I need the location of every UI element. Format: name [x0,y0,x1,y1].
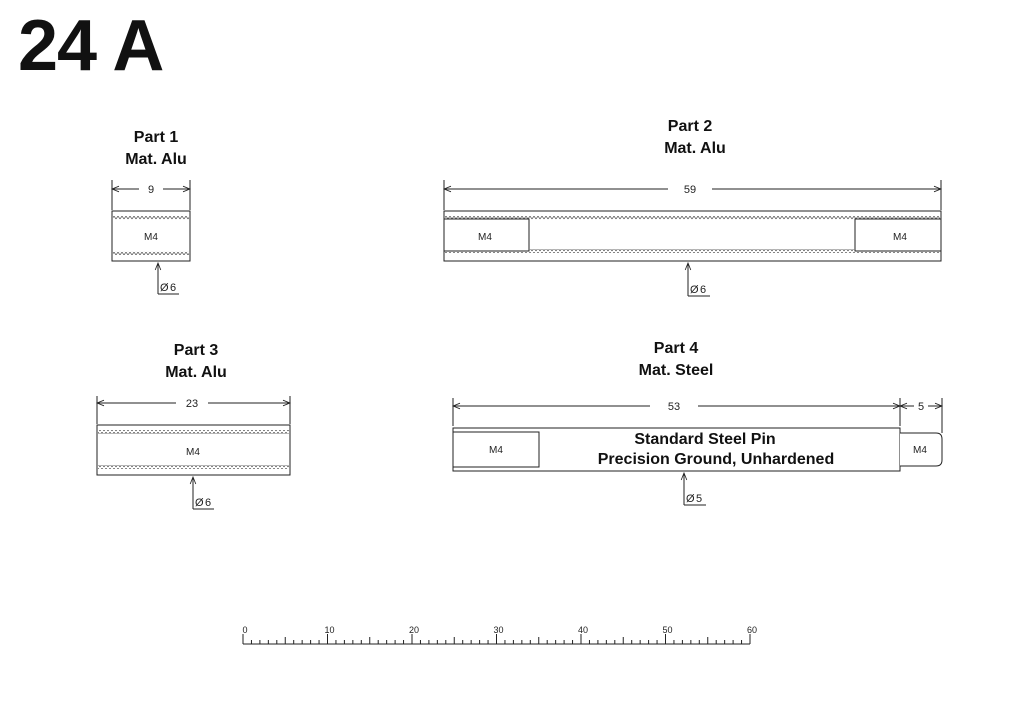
ruler-label: 20 [409,625,419,635]
page-title: 24 A [18,6,164,86]
part-4-threaded-end [900,432,943,467]
ruler-label: 0 [242,625,247,635]
part-3-diameter-symbol: Ø [195,497,204,509]
scale-ruler: 0 10 20 30 40 50 60 [242,625,757,645]
part-2-thread-right-label: M4 [893,232,907,243]
part-2-length: 59 [684,184,696,196]
part-4-length: 53 [668,401,680,413]
part-3-thread-bottom [98,465,289,469]
part-1-diameter: 6 [170,282,176,294]
part-4-material: Mat. Steel [638,362,714,379]
ruler-label: 40 [578,625,588,635]
part-2-material: Mat. Alu [664,140,726,157]
part-4-extension-length: 5 [918,401,924,413]
part-4-name: Part 4 [653,340,699,357]
part-3-thread-label: M4 [186,447,200,458]
part-4-diameter-symbol: Ø [686,493,695,505]
part-3-name: Part 3 [173,342,219,359]
ruler-label: 30 [493,625,503,635]
part-4-thread-left-label: M4 [489,445,503,456]
part-1-thread-top [113,216,189,220]
part-1-label: Part 1 Mat. Alu [96,127,216,171]
part-1-thread-bottom [113,251,189,255]
ruler-label: 60 [747,625,757,635]
part-1-diameter-symbol: Ø [160,282,169,294]
part-4-drawing: 53 5 M4 M4 Standard Steel Pin Precision … [452,398,943,506]
part-4-diameter: 5 [696,493,702,505]
part-3-drawing: 23 M4 Ø 6 [97,396,290,510]
part-3-label: Part 3 Mat. Alu [136,340,256,384]
part-2-thread-left-label: M4 [478,232,492,243]
part-3-material: Mat. Alu [165,364,227,381]
part-1-length: 9 [148,184,154,196]
part-4-label: Part 4 Mat. Steel [611,338,741,382]
part-2-diameter: 6 [700,284,706,296]
ruler-label: 10 [324,625,334,635]
part-2-thread-top [445,216,940,220]
ruler-label: 50 [662,625,672,635]
part-3-length: 23 [186,398,198,410]
part-3-thread-top [98,430,289,434]
part-2-drawing: 59 M4 M4 Ø 6 [443,180,942,297]
part-4-thread-box [452,431,540,468]
part-1-drawing: 9 M4 Ø 6 [112,180,190,295]
part-3-diameter: 6 [205,497,211,509]
part-2-name: Part 2 [667,118,713,135]
part-1-name: Part 1 [133,129,179,146]
part-2-thread-left-box [443,218,530,252]
part-2-diameter-symbol: Ø [690,284,699,296]
part-2-thread-bottom [445,249,940,253]
part-1-thread-label: M4 [144,232,158,243]
part-1-material: Mat. Alu [125,151,187,168]
part-2-label: Part 2 Mat. Alu [615,116,765,160]
part-4-thread-right-label: M4 [913,445,927,456]
part-4-note-line-2: Precision Ground, Unhardened [598,451,834,468]
part-4-note-line-1: Standard Steel Pin [634,431,775,448]
part-2-thread-right-box [854,218,942,252]
